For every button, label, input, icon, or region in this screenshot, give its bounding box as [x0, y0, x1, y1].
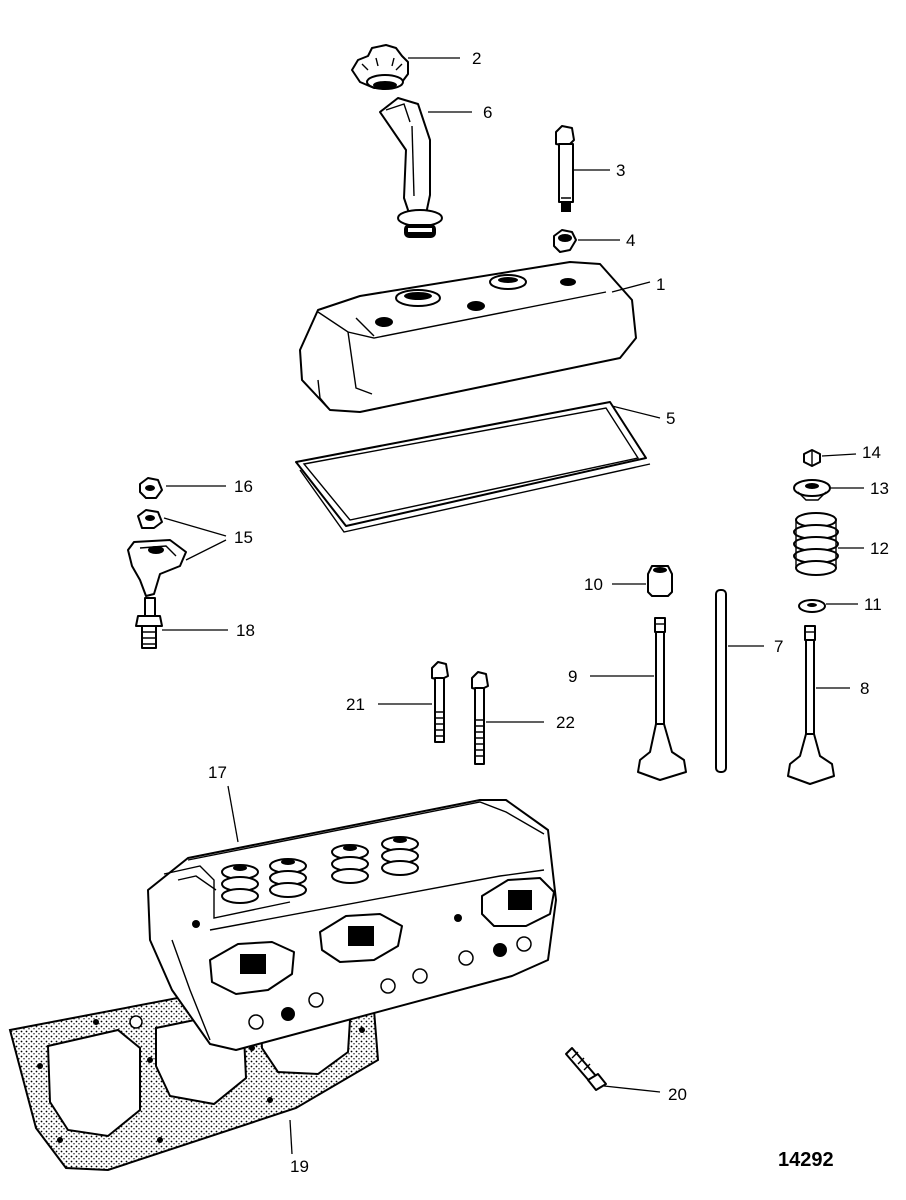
callout-3: 3 [616, 161, 625, 180]
callout-8: 8 [860, 679, 869, 698]
callout-5: 5 [666, 409, 675, 428]
callout-4: 4 [626, 231, 635, 250]
filler-tube [379, 97, 443, 238]
exhaust-valve [787, 625, 835, 785]
grommet [553, 229, 577, 253]
head-bolt-short [471, 671, 489, 765]
callout-2: 2 [472, 49, 481, 68]
callout-10: 10 [584, 575, 603, 594]
small-bolt [565, 1047, 607, 1091]
callout-11: 11 [864, 595, 882, 614]
callout-22: 22 [556, 713, 575, 732]
callout-19: 19 [290, 1157, 309, 1176]
callout-16: 16 [234, 477, 253, 496]
callout-14: 14 [862, 443, 881, 462]
rocker-cover [299, 261, 637, 413]
callout-12: 12 [870, 539, 889, 558]
spring-washer [798, 599, 826, 613]
callout-21: 21 [346, 695, 365, 714]
stud-bolt [555, 125, 575, 212]
valve-spring [793, 512, 839, 576]
callout-6: 6 [483, 103, 492, 122]
head-bolt-long [431, 661, 449, 743]
head-valve-springs [221, 836, 419, 904]
callout-15: 15 [234, 528, 253, 547]
rocker-stud [135, 597, 163, 649]
callout-9: 9 [568, 667, 577, 686]
spring-retainer [793, 479, 831, 501]
oil-filler-cap [351, 44, 409, 90]
rocker-ball-and-arm [127, 509, 187, 597]
rocker-nut [139, 477, 163, 499]
figure-number: 14292 [778, 1149, 834, 1171]
callout-labels: 2 6 3 4 1 5 16 15 18 14 13 12 11 10 9 7 … [208, 49, 889, 1176]
callout-7: 7 [774, 637, 783, 656]
intake-valve [637, 617, 687, 781]
valve-keys [803, 449, 821, 467]
cylinder-head [147, 799, 557, 1051]
leader-lines [162, 57, 864, 1155]
callout-18: 18 [236, 621, 255, 640]
callout-13: 13 [870, 479, 889, 498]
valve-seal [647, 565, 673, 597]
callout-1: 1 [656, 275, 665, 294]
callout-17: 17 [208, 763, 227, 782]
callout-20: 20 [668, 1085, 687, 1104]
pushrod [715, 589, 727, 773]
rocker-cover-gasket [295, 401, 651, 533]
